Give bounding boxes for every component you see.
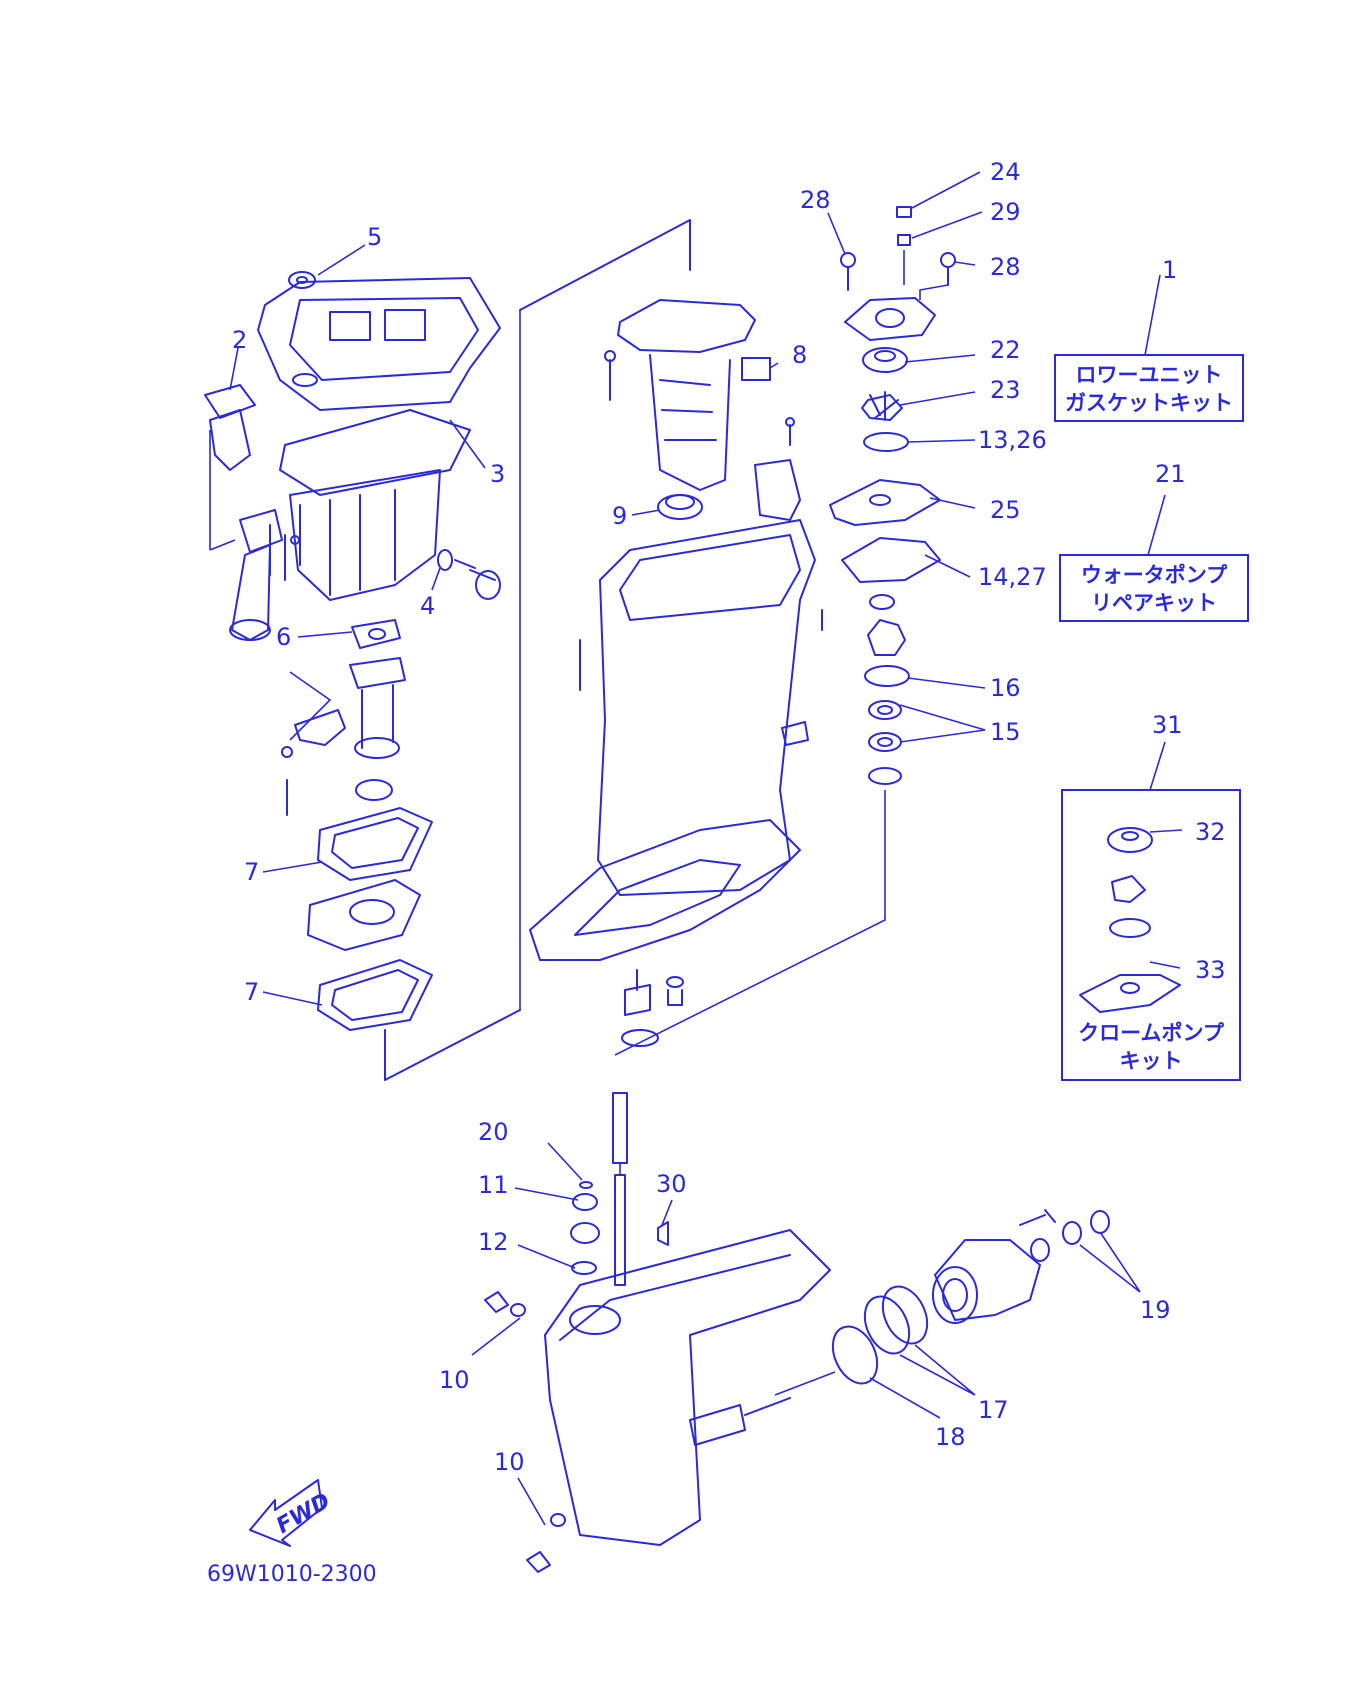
water-pump-group — [829, 206, 956, 785]
impeller-part-23 — [861, 394, 903, 421]
oring-part-13 — [863, 432, 909, 452]
callout-10-upper: 10 — [439, 1366, 470, 1394]
oring-part-12 — [571, 1261, 597, 1275]
gasket-part-14 — [841, 537, 941, 583]
water-pump-kit-box: ウォータポンプ リペアキット — [1059, 554, 1249, 622]
washer-part-5 — [288, 271, 316, 289]
callout-2: 2 — [232, 326, 247, 354]
insert-part-22 — [862, 347, 908, 373]
chrome-pump-kit-label-line2: キット — [1120, 1049, 1183, 1073]
collar-part-29 — [897, 234, 911, 246]
part-20 — [579, 1181, 593, 1189]
callout-17: 17 — [978, 1396, 1009, 1424]
callout-31: 31 — [1152, 711, 1183, 739]
gasket-kit-box: ロワーユニット ガスケットキット — [1054, 354, 1244, 422]
prop-shaft-housing — [934, 1239, 1041, 1321]
callout-18: 18 — [935, 1423, 966, 1451]
gasket-kit-label-line1: ロワーユニット — [1076, 363, 1223, 387]
part-30 — [657, 1221, 669, 1246]
water-pump-kit-label-line1: ウォータポンプ — [1081, 563, 1228, 587]
seal-part-19b — [1062, 1221, 1082, 1245]
upper-housing — [597, 519, 816, 896]
callout-15: 15 — [990, 718, 1021, 746]
upper-casing-cover — [257, 277, 501, 411]
chrome-pump-kit-parts — [1079, 827, 1181, 1013]
anti-cavitation-plate — [529, 819, 801, 961]
callout-16: 16 — [990, 674, 1021, 702]
oring-part-17a — [863, 1295, 911, 1355]
callout-4: 4 — [420, 592, 435, 620]
exhaust-guide — [617, 299, 756, 353]
bolt-part-28-right — [940, 252, 956, 268]
block-part-8 — [741, 357, 771, 381]
chrome-pump-kit-label-line1: クロームポンプ — [1078, 1021, 1225, 1045]
bolt-part-28-left — [840, 252, 856, 268]
callout-33: 33 — [1195, 956, 1226, 984]
callout-3: 3 — [490, 460, 505, 488]
callout-19: 19 — [1140, 1296, 1171, 1324]
callout-30: 30 — [656, 1170, 687, 1198]
callout-6: 6 — [276, 623, 291, 651]
callout-10-lower: 10 — [494, 1448, 525, 1476]
fwd-label: FWD — [272, 1489, 334, 1539]
gear-case — [544, 1229, 831, 1546]
oring-part-16 — [864, 665, 910, 687]
callout-32: 32 — [1195, 818, 1226, 846]
bolt-part-24 — [896, 206, 912, 218]
callout-7-upper: 7 — [244, 858, 259, 886]
callout-29: 29 — [990, 198, 1021, 226]
callout-numbers: 1 2 3 4 5 6 7 7 8 9 10 10 11 12 13,26 14… — [232, 158, 1226, 1476]
screw-part-10-lower — [526, 1551, 551, 1573]
callout-11: 11 — [478, 1171, 509, 1199]
drawing-code: 69W1010-2300 — [207, 1562, 377, 1587]
callout-9: 9 — [612, 502, 627, 530]
gasket-part-7-lower — [317, 959, 433, 1031]
callout-24: 24 — [990, 158, 1021, 186]
plate-part-2 — [204, 384, 256, 419]
callout-21: 21 — [1155, 460, 1186, 488]
callout-20: 20 — [478, 1118, 509, 1146]
plug-part-4 — [437, 549, 453, 571]
gasket-part-6 — [351, 619, 401, 649]
callout-12: 12 — [478, 1228, 509, 1256]
fwd-arrow: FWD — [249, 1479, 335, 1547]
callout-5: 5 — [367, 223, 382, 251]
oring-part-17b — [881, 1285, 929, 1345]
screw-part-10-upper — [484, 1291, 509, 1313]
upper-casing-group — [204, 219, 691, 1081]
water-pump-kit-label-line2: リペアキット — [1091, 591, 1217, 615]
upper-housing-group — [529, 299, 886, 1056]
seal-part-15-upper — [868, 700, 902, 720]
lower-unit-group — [484, 1092, 1110, 1573]
seal-part-15-lower — [868, 732, 902, 752]
callout-25: 25 — [990, 496, 1021, 524]
callout-1: 1 — [1162, 256, 1177, 284]
plate-part-25 — [829, 479, 941, 526]
oring-part-18 — [831, 1325, 879, 1385]
pump-housing — [844, 297, 936, 341]
callout-28-left: 28 — [800, 186, 831, 214]
leader-lines — [229, 171, 1183, 1526]
chrome-pump-kit-box: クロームポンプ キット — [1061, 789, 1241, 1081]
seal-part-19a — [1030, 1238, 1050, 1262]
drive-shaft — [612, 1092, 628, 1164]
gasket-part-7-upper — [317, 807, 433, 881]
callout-7-lower: 7 — [244, 978, 259, 1006]
callout-8: 8 — [792, 341, 807, 369]
callout-14-27: 14,27 — [978, 563, 1047, 591]
bushing-part-11 — [572, 1193, 598, 1211]
seal-part-9 — [657, 494, 703, 520]
gasket-kit-label-line2: ガスケットキット — [1065, 391, 1233, 415]
callout-13-26: 13,26 — [978, 426, 1047, 454]
seal-part-19c — [1090, 1210, 1110, 1234]
callout-28-right: 28 — [990, 253, 1021, 281]
callout-23: 23 — [990, 376, 1021, 404]
callout-22: 22 — [990, 336, 1021, 364]
